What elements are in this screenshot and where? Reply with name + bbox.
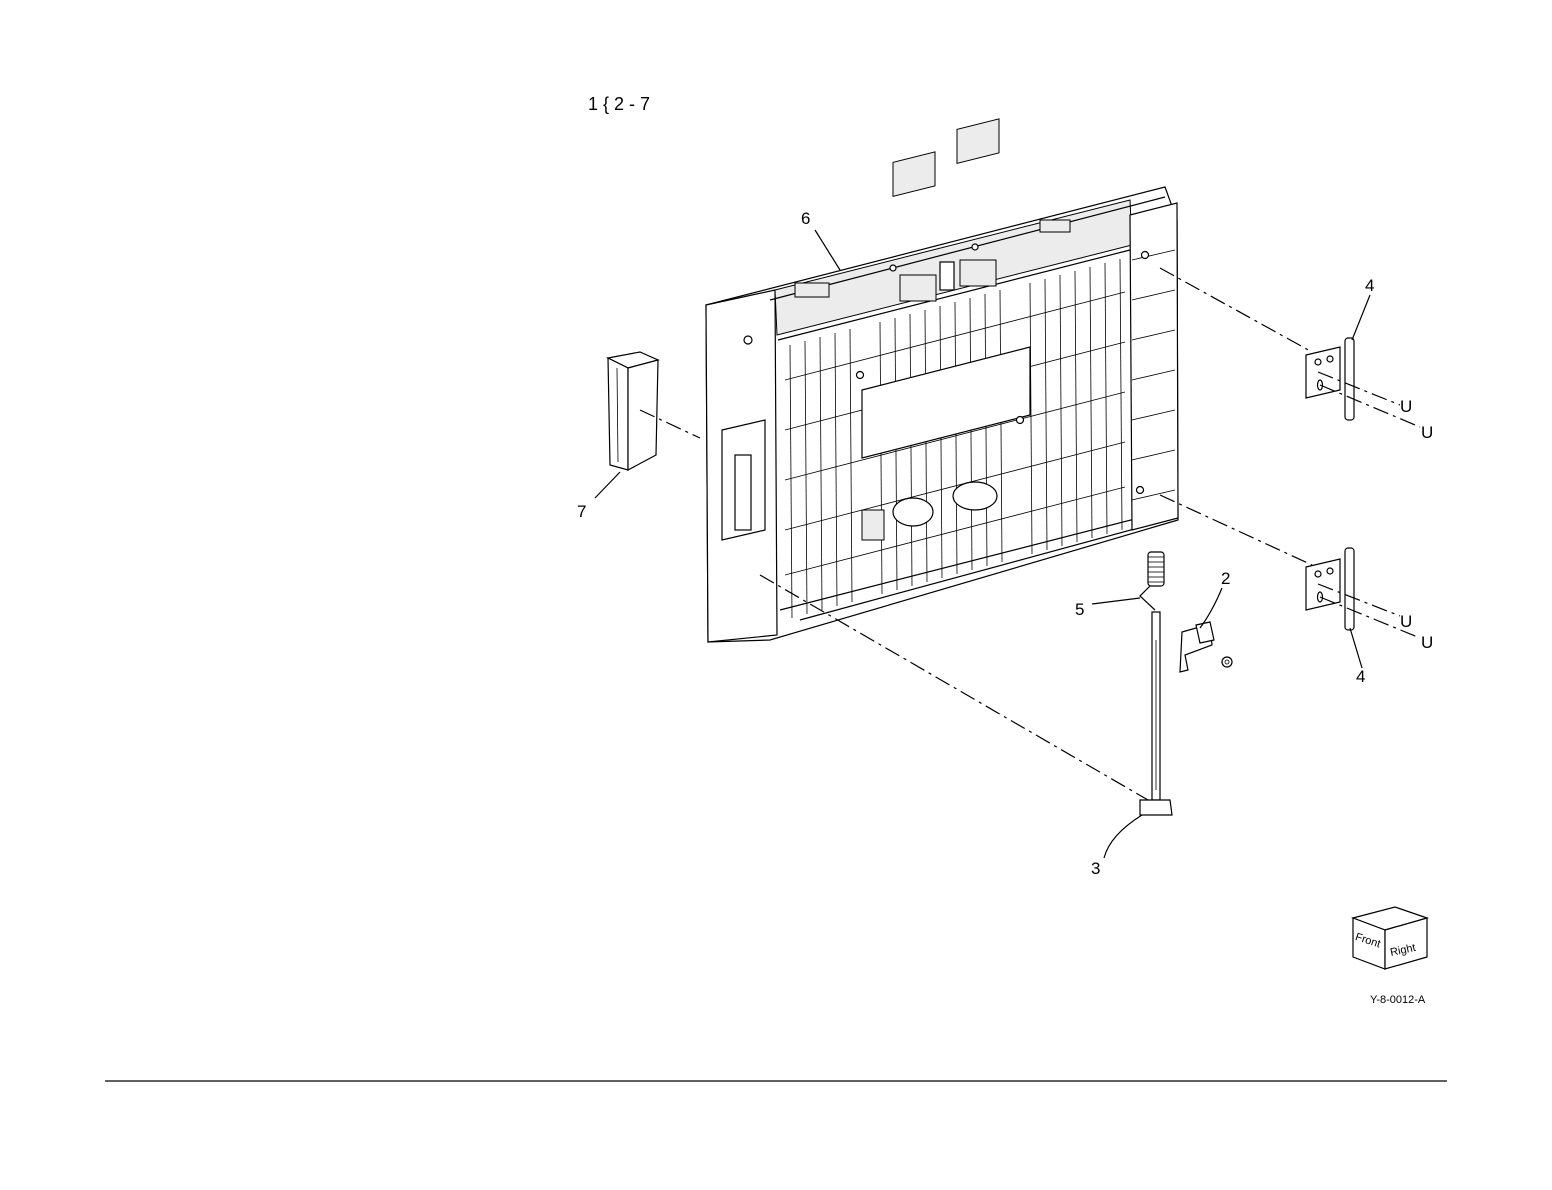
callout-2: 2 <box>1221 569 1230 588</box>
part-4-hinge-upper <box>1306 338 1354 420</box>
part-7-side-cover <box>608 352 658 470</box>
callout-u1: U <box>1400 397 1412 416</box>
callout-3: 3 <box>1091 859 1100 878</box>
callout-u3: U <box>1400 612 1412 631</box>
part-2-bracket <box>1180 622 1232 672</box>
assembly-line-hinge-lower <box>1160 495 1312 565</box>
callout-5: 5 <box>1075 600 1084 619</box>
assembly-line-rod <box>760 575 1148 800</box>
callout-4-upper: 4 <box>1365 276 1374 295</box>
orientation-cube-icon: Front Right <box>1353 907 1427 969</box>
callout-u4: U <box>1421 633 1433 652</box>
part-3-rod <box>1140 612 1172 815</box>
callout-4-lower: 4 <box>1356 667 1365 686</box>
callout-7: 7 <box>577 502 586 521</box>
part-5-spring <box>1140 552 1164 610</box>
figure-id: Y-8-0012-A <box>1370 994 1426 1006</box>
callout-6: 6 <box>801 209 810 228</box>
assembly-line-hinge-upper <box>1160 268 1312 352</box>
range-label: 1 { 2 - 7 <box>588 94 650 114</box>
part-6-cover-assembly <box>706 119 1178 642</box>
callout-u2: U <box>1421 423 1433 442</box>
